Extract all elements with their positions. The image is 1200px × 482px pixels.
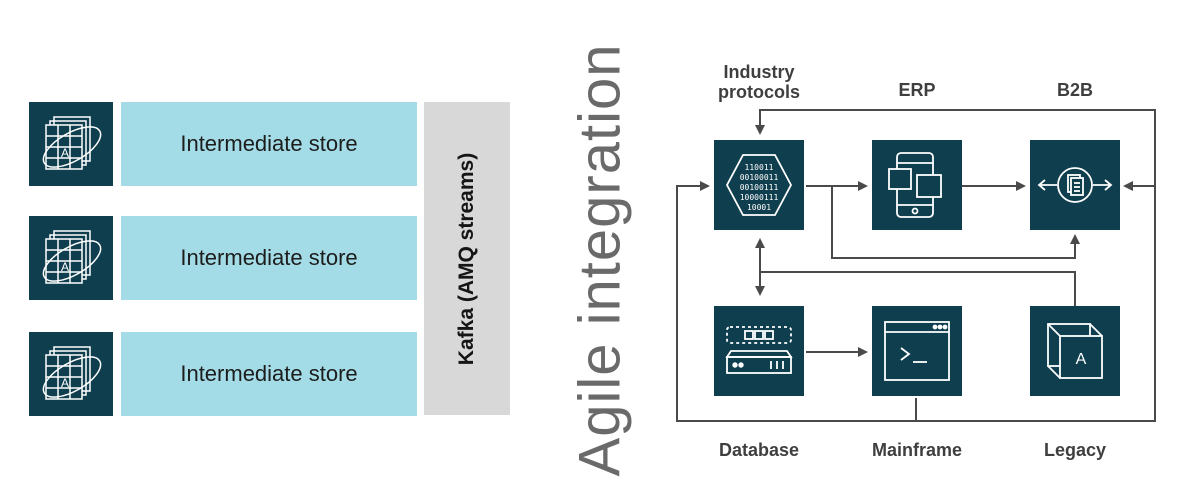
label-line-2: protocols (717, 82, 800, 102)
server-rack-icon (725, 326, 793, 374)
kafka-bar: Kafka (AMQ streams) (424, 102, 510, 415)
svg-text:A: A (1076, 351, 1087, 368)
node-erp (872, 140, 962, 230)
document-exchange-icon (1037, 167, 1113, 203)
store-row-1: A Intermediate store (29, 102, 417, 186)
legacy-app-icon: A (1047, 323, 1103, 379)
node-label-industry: Industry protocols (706, 62, 812, 102)
mobile-app-icon (888, 152, 942, 218)
svg-text:00100111: 00100111 (740, 183, 779, 192)
layered-grid-icon: A (29, 216, 113, 300)
node-label-erp: ERP (898, 80, 936, 100)
svg-text:A: A (61, 376, 69, 390)
node-mainframe (872, 306, 962, 396)
connector-bottom-loop (676, 181, 917, 422)
store-row-2: A Intermediate store (29, 216, 417, 300)
node-label-b2b: B2B (1056, 80, 1093, 100)
svg-text:00100011: 00100011 (740, 173, 779, 182)
layered-grid-icon: A (29, 332, 113, 416)
connector-industry-b2b-bottom (806, 185, 1080, 259)
node-label-mainframe: Mainframe (871, 440, 963, 460)
node-industry-protocols: 110011 00100011 00100111 10000111 10001 (714, 140, 804, 230)
svg-text:10000111: 10000111 (740, 193, 779, 202)
intermediate-stores-panel: A Intermediate store A Intermediate stor… (0, 0, 540, 482)
store-row-3: A Intermediate store (29, 332, 417, 416)
node-legacy: A (1030, 306, 1120, 396)
node-b2b (1030, 140, 1120, 230)
binary-hexagon-icon: 110011 00100011 00100111 10000111 10001 (725, 154, 793, 216)
store-label: Intermediate store (121, 102, 417, 186)
svg-text:A: A (61, 260, 69, 274)
node-label-legacy: Legacy (1043, 440, 1107, 460)
connector-top-loop (755, 109, 1156, 186)
svg-text:10001: 10001 (747, 203, 771, 212)
svg-text:A: A (61, 146, 69, 160)
label-line-1: Industry (723, 62, 795, 82)
node-database (714, 306, 804, 396)
store-label: Intermediate store (121, 332, 417, 416)
node-label-database: Database (718, 440, 800, 460)
connector-legacy-up (760, 271, 1076, 306)
layered-grid-icon: A (29, 102, 113, 186)
terminal-icon (884, 321, 950, 381)
store-label: Intermediate store (121, 216, 417, 300)
connector-bottom-right (916, 186, 1156, 422)
svg-text:110011: 110011 (745, 163, 774, 172)
